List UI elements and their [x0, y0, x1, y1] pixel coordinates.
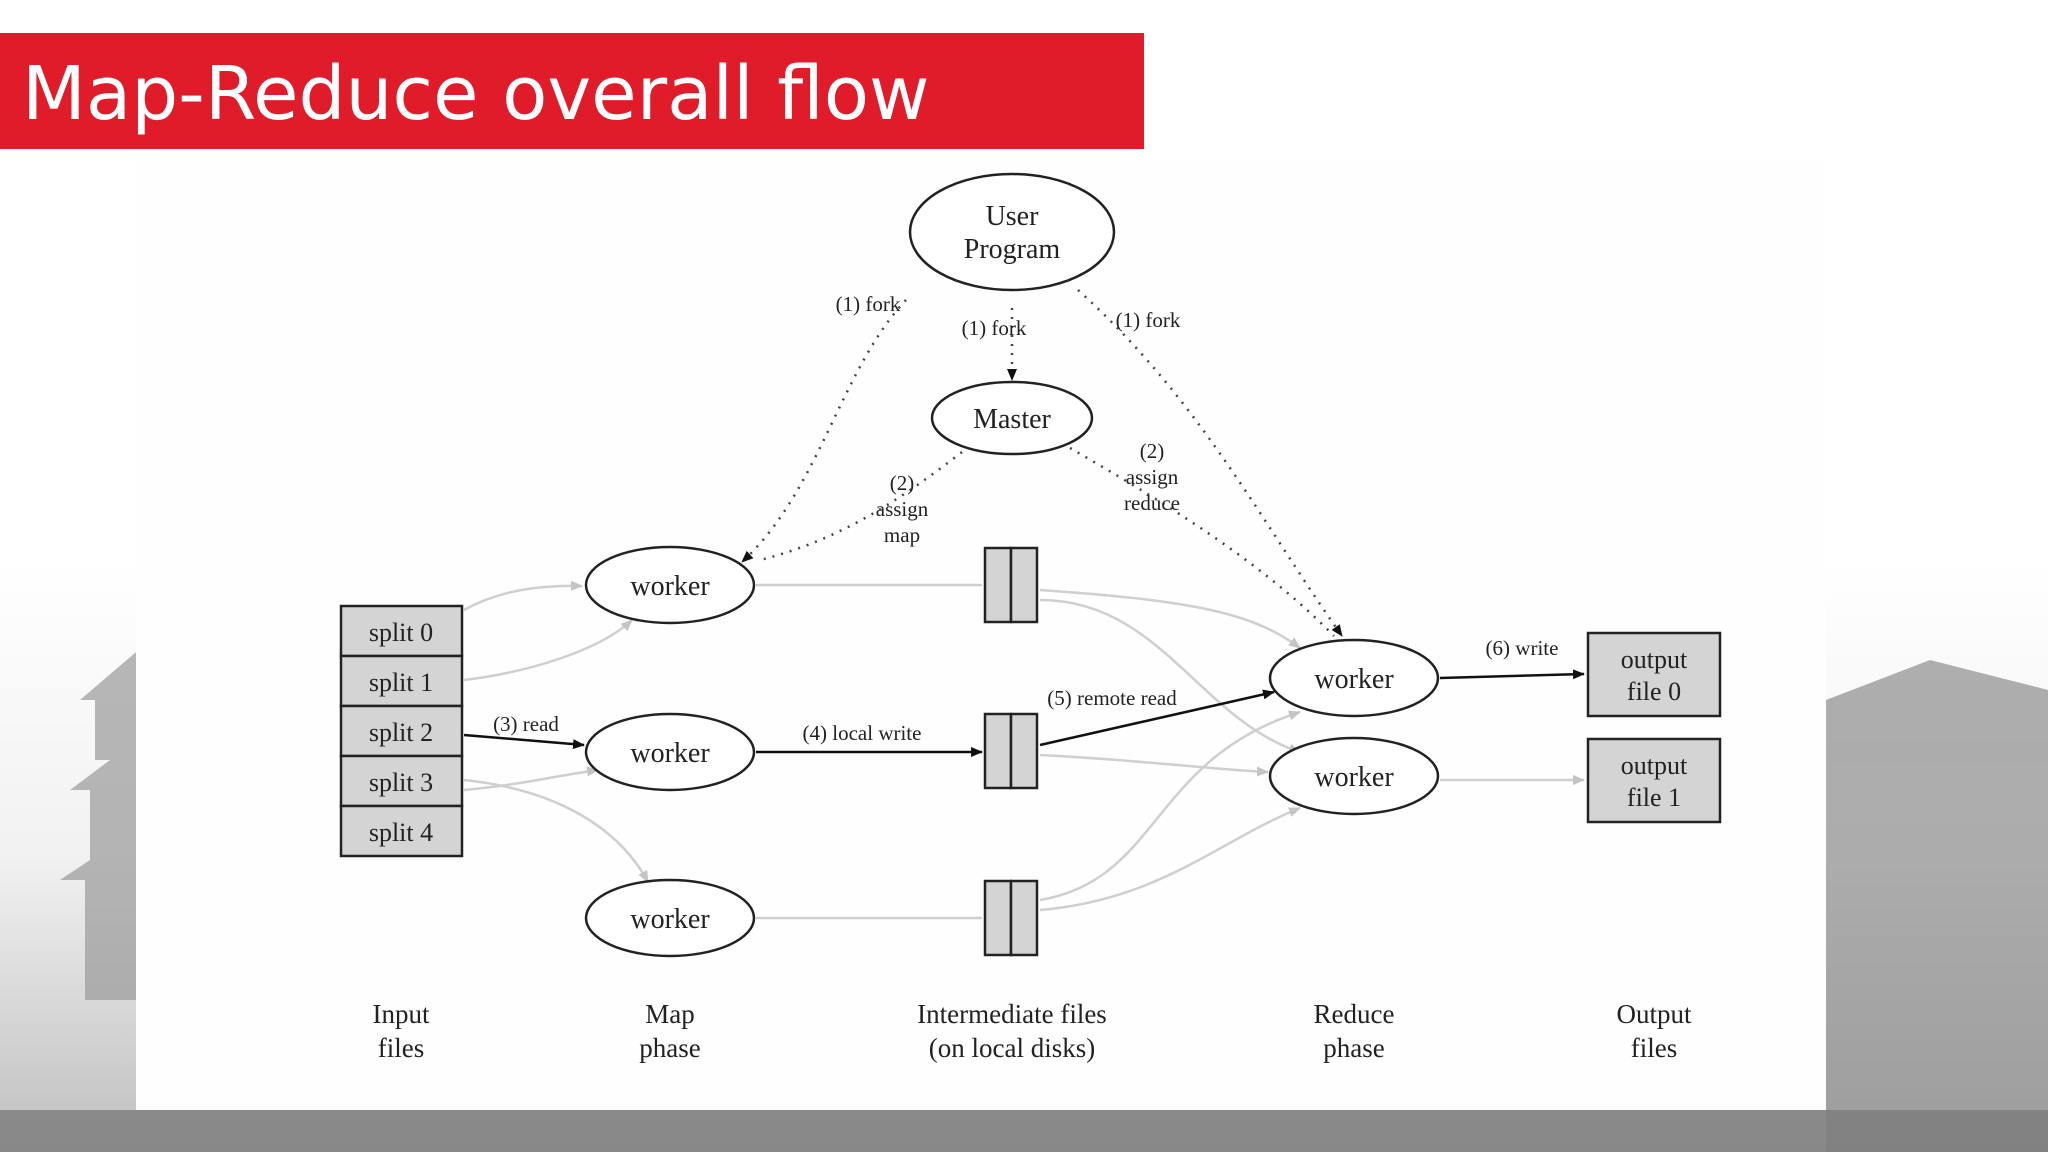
assign-map-target: map: [884, 523, 920, 547]
intermediate-file-0: [983, 546, 1039, 624]
assign-reduce-target: reduce: [1124, 491, 1180, 515]
stage-input-line2: files: [378, 1033, 425, 1063]
stage-intermediate-line1: Intermediate files: [917, 999, 1107, 1029]
reduce-worker-0: worker: [1268, 638, 1440, 718]
output-file-1: output file 1: [1586, 737, 1722, 824]
assign-map-label: (2) assign map: [876, 471, 929, 547]
fork-label-left: (1) fork: [836, 292, 901, 316]
user-program-line2: Program: [964, 234, 1061, 265]
master-node: Master: [930, 380, 1094, 456]
assign-reduce-verb: assign: [1126, 465, 1179, 489]
fork-label-center: (1) fork: [962, 316, 1027, 340]
split-label: split 3: [369, 768, 433, 797]
local-write-label: (4) local write: [803, 721, 922, 745]
stage-labels: Input files Map phase Intermediate files…: [373, 999, 1692, 1063]
title-bar: [0, 33, 1144, 149]
read-arrow: [463, 733, 585, 750]
stage-output-line2: files: [1631, 1033, 1678, 1063]
file-a-to-reducer-0: [1039, 588, 1301, 649]
output-file-line1: output: [1621, 645, 1688, 674]
file-c-to-reducer-0: [1039, 710, 1301, 902]
split-label: split 4: [369, 818, 433, 847]
fork-to-reducer-0: [1077, 289, 1344, 637]
output-file-line1: output: [1621, 751, 1688, 780]
solid-arrows: [463, 669, 1585, 757]
file-a-to-reducer-1: [1039, 598, 1301, 754]
remote-read-arrow: [1039, 689, 1275, 747]
fork-to-worker-a: [741, 299, 907, 563]
worker-label: worker: [630, 904, 710, 935]
worker-label: worker: [1314, 762, 1394, 793]
map-worker-2: worker: [584, 878, 756, 958]
assign-reduce-line: [1069, 446, 1335, 637]
intermediate-file-1: [983, 712, 1039, 790]
write-arrow: [1439, 669, 1585, 680]
slide-title: Map-Reduce overall flow: [22, 51, 930, 137]
split1-to-worker-a: [463, 619, 633, 682]
assign-reduce-label: (2) assign reduce: [1124, 439, 1180, 515]
map-worker-1: worker: [584, 712, 756, 792]
intermediate-file-2: [983, 879, 1039, 957]
split3-to-worker-b: [463, 766, 599, 792]
worker-label: worker: [1314, 664, 1394, 695]
dataflow-lines: [463, 580, 1585, 920]
split-label: split 1: [369, 668, 433, 697]
write-label: (6) write: [1486, 636, 1559, 660]
file-c-to-reducer-1: [1039, 806, 1301, 912]
worker-label: worker: [630, 571, 710, 602]
stage-input-line1: Input: [373, 999, 430, 1029]
remote-read-label: (5) remote read: [1047, 686, 1177, 710]
stage-output-line1: Output: [1616, 999, 1692, 1029]
assign-map-verb: assign: [876, 497, 929, 521]
stage-map-line1: Map: [645, 999, 695, 1029]
input-splits: split 0 split 1 split 2 split 3 split 4: [339, 604, 464, 858]
read-label: (3) read: [493, 712, 559, 736]
stage-map-line2: phase: [639, 1033, 700, 1063]
assign-reduce-step: (2): [1140, 439, 1165, 463]
user-program-node: User Program: [908, 172, 1116, 292]
split-label: split 0: [369, 618, 433, 647]
control-lines: [741, 289, 1344, 637]
stage-reduce-line1: Reduce: [1314, 999, 1395, 1029]
reduce-worker-1: worker: [1268, 736, 1440, 816]
master-label: Master: [973, 404, 1051, 435]
split0-to-worker-a: [463, 580, 583, 612]
fork-label-right: (1) fork: [1116, 308, 1181, 332]
output-file-0: output file 0: [1586, 631, 1722, 718]
stage-intermediate-line2: (on local disks): [929, 1033, 1095, 1063]
stage-reduce-line2: phase: [1323, 1033, 1384, 1063]
arch-silhouette: [1826, 660, 2048, 1152]
worker-label: worker: [630, 738, 710, 769]
assign-map-step: (2): [890, 471, 915, 495]
split4-to-worker-c: [463, 778, 650, 883]
assign-map-line: [759, 451, 963, 562]
output-file-line2: file 0: [1627, 677, 1681, 706]
output-file-line2: file 1: [1627, 783, 1681, 812]
split-label: split 2: [369, 718, 433, 747]
user-program-line1: User: [986, 201, 1040, 232]
file-b-to-reducer-1: [1039, 753, 1269, 777]
map-worker-0: worker: [584, 545, 756, 625]
